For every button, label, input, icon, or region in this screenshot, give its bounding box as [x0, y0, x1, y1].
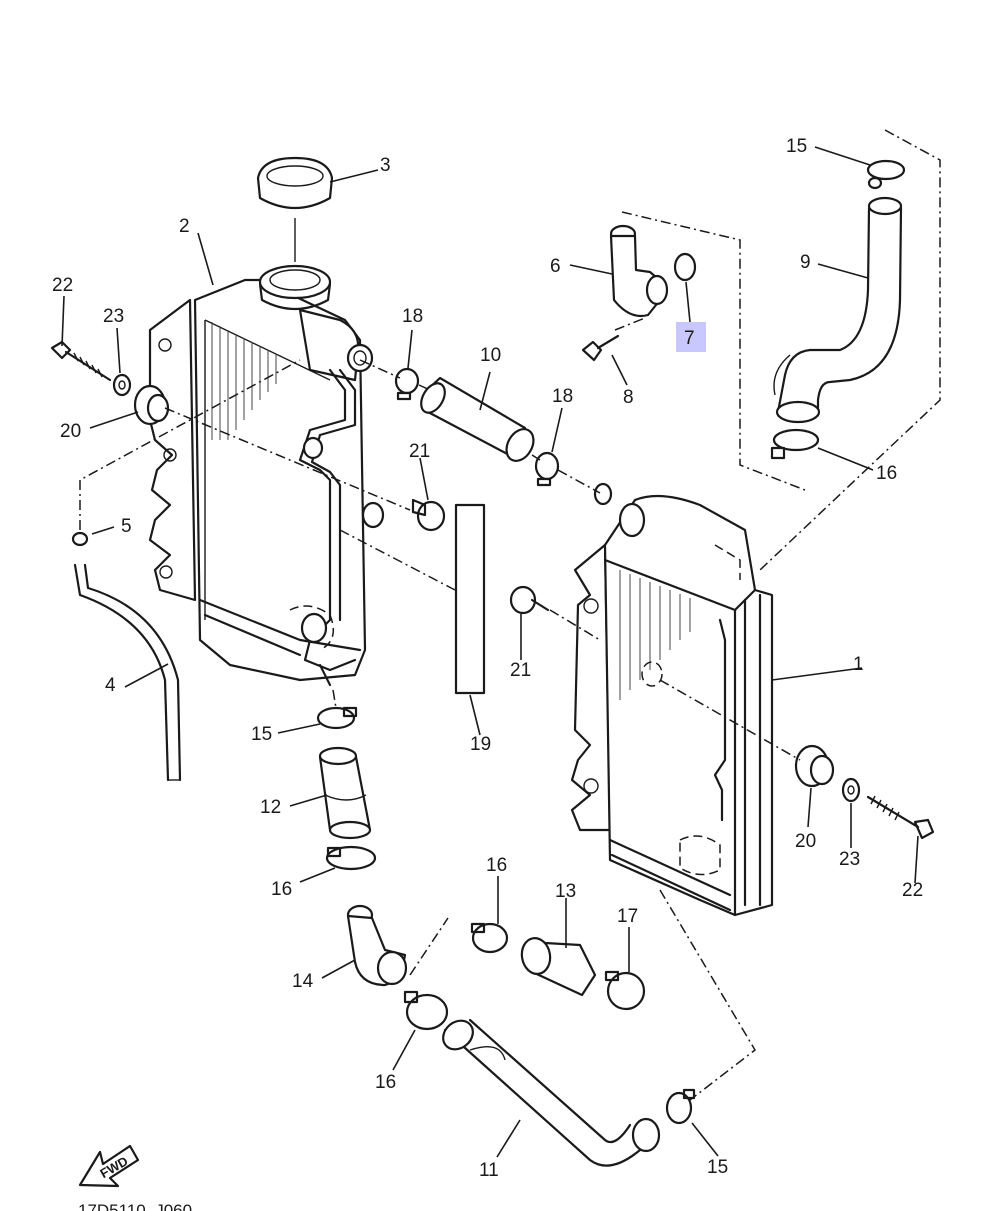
callout-15-bottom: 15	[707, 1157, 728, 1178]
callout-16-left: 16	[271, 879, 292, 900]
callout-20-right: 20	[795, 831, 816, 852]
hose-10	[420, 376, 535, 462]
callout-8: 8	[623, 387, 634, 408]
clamp-18-lower	[534, 451, 560, 487]
washer-23-right	[841, 777, 861, 803]
callout-20-left: 20	[60, 421, 81, 442]
callout-22-left: 22	[52, 275, 73, 296]
fwd-arrow-icon: FWD	[78, 1144, 140, 1188]
leader-lines	[61, 146, 919, 1158]
callout-1: 1	[853, 654, 864, 675]
right-radiator	[570, 482, 774, 917]
clamp-18-upper	[394, 367, 420, 401]
breather-tube-4	[73, 563, 182, 782]
radiator-cap	[256, 156, 334, 262]
callout-16-bottom: 16	[375, 1072, 396, 1093]
callout-9: 9	[800, 252, 811, 273]
left-radiator	[148, 264, 385, 687]
callout-11: 11	[479, 1160, 499, 1181]
callout-2: 2	[179, 216, 190, 237]
callout-12: 12	[260, 797, 281, 818]
callout-16-middle: 16	[486, 855, 507, 876]
clamp-16-bottom	[403, 990, 449, 1031]
bolt-8	[581, 334, 620, 362]
callout-17: 17	[617, 906, 638, 927]
callout-23-right: 23	[839, 849, 860, 870]
o-ring-7	[673, 252, 697, 282]
washer-23-left	[112, 373, 132, 397]
hose-12	[318, 746, 372, 840]
callout-15-left: 15	[251, 724, 272, 745]
diagram-code: 17D5110_J060	[78, 1201, 192, 1211]
hose-13	[520, 937, 597, 997]
bolt-22-right	[866, 795, 935, 840]
clamp-16-middle	[470, 922, 509, 954]
callout-21-left: 21	[409, 441, 430, 462]
damper-20-left	[133, 384, 170, 426]
callout-13: 13	[555, 881, 576, 902]
clamp-15-left	[316, 706, 358, 730]
callout-3: 3	[380, 155, 391, 176]
clamp-15-top	[866, 159, 906, 190]
clamp-15-bottom	[665, 1088, 696, 1125]
hose-11	[442, 1018, 661, 1167]
damper-20-right	[794, 744, 835, 788]
guide-lines	[79, 129, 941, 1101]
outlet-fitting-6	[609, 224, 669, 318]
collar-21-right	[509, 585, 550, 615]
callout-labels: 1 2 3 4 5 6 7 8 9 10 11 12 13 14 15 15 1…	[52, 136, 923, 1181]
seal-strip-19	[454, 503, 486, 695]
clamp-16-left	[325, 845, 377, 871]
hose-9	[773, 196, 903, 424]
highlight-box-7	[676, 322, 706, 352]
clamp-16-top-right	[770, 428, 820, 460]
clip-5	[71, 531, 89, 547]
callout-7[interactable]: 7	[684, 328, 695, 349]
collar-21-left	[411, 498, 446, 532]
callout-19: 19	[470, 734, 491, 755]
callout-15-top: 15	[786, 136, 807, 157]
callout-23-left: 23	[103, 306, 124, 327]
callout-21-right: 21	[510, 660, 531, 681]
callout-18-lower: 18	[552, 386, 573, 407]
callout-16-top-right: 16	[876, 463, 897, 484]
callout-5: 5	[121, 516, 132, 537]
callout-6: 6	[550, 256, 561, 277]
bolt-22-left	[50, 340, 112, 382]
callout-10: 10	[480, 345, 501, 366]
callout-4: 4	[105, 675, 116, 696]
callout-18-upper: 18	[402, 306, 423, 327]
callout-22-right: 22	[902, 880, 923, 901]
callout-14: 14	[292, 971, 314, 992]
fitting-14	[346, 904, 408, 987]
clamp-17	[604, 970, 646, 1011]
